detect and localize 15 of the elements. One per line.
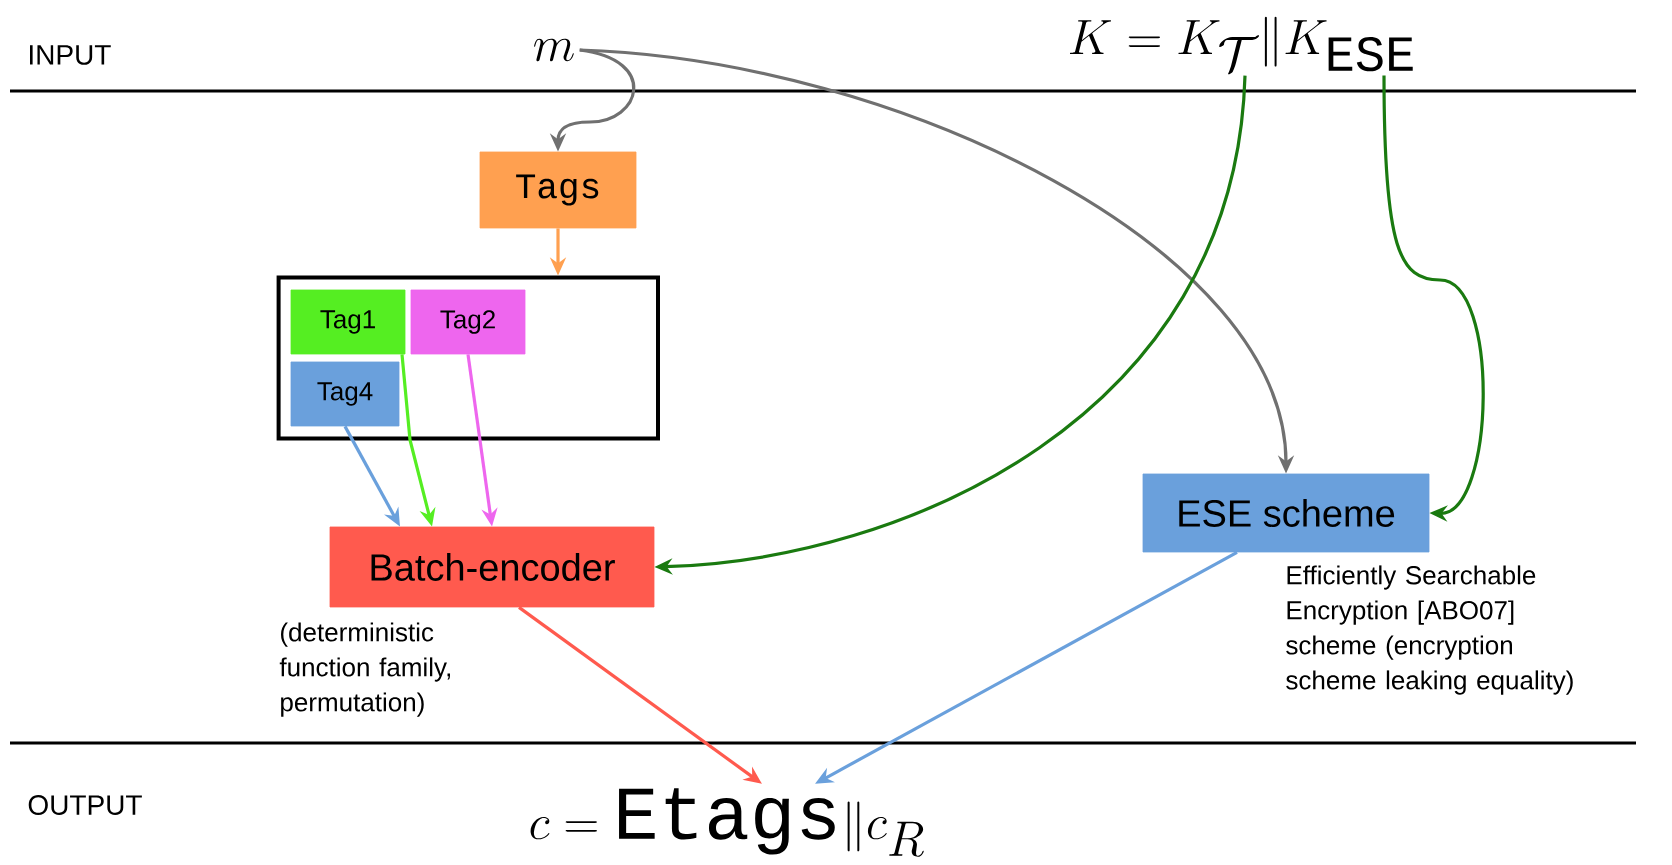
process-box: Batch-encoder bbox=[329, 526, 655, 608]
message-symbol: $m$ bbox=[534, 38, 574, 62]
arrow bbox=[1382, 75, 1485, 522]
section-label: OUTPUT bbox=[28, 795, 142, 815]
output-formula: $c = \mathtt{Etags} \| c_R$ bbox=[530, 788, 924, 857]
tag-box: Tag4 bbox=[290, 361, 400, 427]
node-caption: (deterministic function family, permutation) bbox=[279, 622, 450, 717]
node-caption: Efficiently Searchable Encryption [ABO07] scheme (encryption scheme leaking equality) bbox=[1286, 565, 1573, 695]
section-label: INPUT bbox=[30, 45, 111, 65]
tag-box: Tag1 bbox=[290, 289, 406, 355]
tag-box: Tag2 bbox=[410, 289, 526, 355]
group-frame bbox=[276, 275, 660, 441]
process-box: Tags bbox=[479, 151, 637, 229]
process-box: ESE scheme bbox=[1142, 473, 1430, 553]
key-formula: $K = K_{\mathcal{T}} \| K_{\mathtt{ESE}}$ bbox=[1069, 16, 1413, 75]
